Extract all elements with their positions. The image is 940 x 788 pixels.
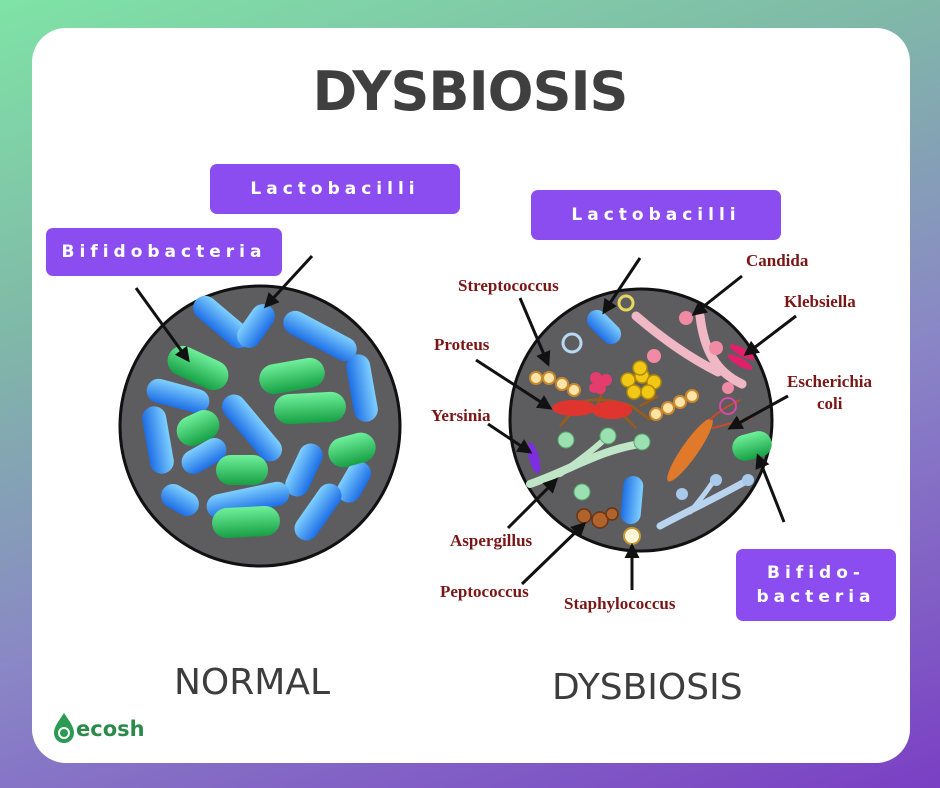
caption-dysbiosis: DYSBIOSIS — [552, 667, 743, 708]
staphylococcus-cell — [623, 527, 641, 545]
label-streptococcus: Streptococcus — [458, 276, 559, 295]
staph-cluster — [620, 360, 662, 400]
tag-bifidobacteria-normal: Bifidobacteria — [46, 228, 282, 276]
arrow-aspergillus — [506, 477, 559, 530]
arrow-klebsiella — [743, 314, 797, 356]
tag-bifido-line2: bacteria — [756, 587, 876, 607]
tag-bifidobacteria-dysbiosis: Bifido- bacteria — [736, 549, 896, 621]
arrow-streptococcus — [518, 297, 551, 367]
caption-normal: NORMAL — [174, 662, 331, 703]
label-escherichia-line1: Escherichia — [787, 372, 872, 391]
label-aspergillus: Aspergillus — [450, 531, 533, 550]
candida-cells — [631, 311, 747, 394]
tag-lactobacilli-dysbiosis: Lactobacilli — [531, 190, 781, 240]
dysbiosis-dish — [475, 257, 797, 590]
lacto-cell — [586, 309, 622, 345]
normal-dish — [118, 254, 402, 568]
proteus-cell — [552, 387, 659, 429]
arrow-proteus — [475, 358, 553, 410]
arrow-lacto-dysbiosis — [602, 257, 642, 315]
arrow-peptococcus — [520, 521, 587, 586]
label-proteus: Proteus — [434, 335, 490, 354]
virus-ring — [617, 294, 635, 312]
label-klebsiella: Klebsiella — [784, 292, 856, 311]
ecosh-drop-icon — [54, 713, 74, 743]
label-staphylococcus: Staphylococcus — [564, 594, 676, 613]
label-yersinia: Yersinia — [431, 406, 491, 425]
label-peptococcus: Peptococcus — [440, 582, 529, 601]
coccus-cluster — [589, 372, 612, 394]
streptococcus-cells — [529, 371, 699, 421]
virus-ring — [561, 332, 583, 354]
fungal-hyphae — [656, 474, 754, 530]
arrow-escherichia — [727, 394, 789, 430]
brand-name: ecosh — [76, 717, 145, 741]
arrow-bifido-dysbiosis — [755, 453, 786, 523]
tag-bifido-line1: Bifido- — [767, 563, 865, 583]
label-escherichia: Escherichia coli — [787, 371, 872, 415]
arrow-yersinia — [487, 422, 533, 454]
arrow-lacto-normal — [263, 254, 314, 309]
klebsiella-cells — [727, 344, 755, 370]
arrow-bifido-normal — [134, 287, 190, 363]
label-candida: Candida — [746, 251, 809, 270]
arrow-candida — [691, 274, 743, 316]
page-title: DYSBIOSIS — [312, 60, 629, 123]
lacto-cell — [620, 476, 644, 524]
tag-lactobacilli-normal: Lactobacilli — [210, 164, 460, 214]
label-escherichia-line2: coli — [817, 394, 843, 413]
